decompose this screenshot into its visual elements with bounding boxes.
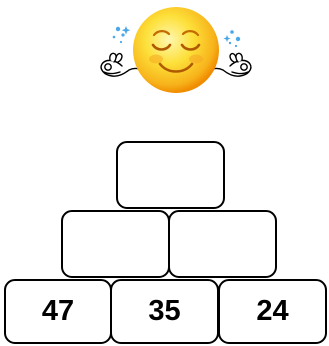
smiley-face (133, 7, 219, 93)
sparkle-left-icon (113, 26, 131, 43)
sparkle-right-icon (224, 30, 241, 47)
pyramid-bottom-middle-brick: 35 (110, 279, 219, 344)
pyramid-bottom-right-brick: 24 (218, 279, 327, 344)
left-hand-icon (101, 53, 139, 76)
right-hand-icon (213, 53, 251, 76)
meditating-smiley-face-icon (96, 2, 256, 100)
pyramid-top-brick[interactable] (116, 141, 225, 209)
pyramid-middle-right-brick[interactable] (168, 210, 277, 278)
pyramid-middle-left-brick[interactable] (61, 210, 170, 278)
pyramid-bottom-left-brick: 47 (4, 279, 112, 344)
